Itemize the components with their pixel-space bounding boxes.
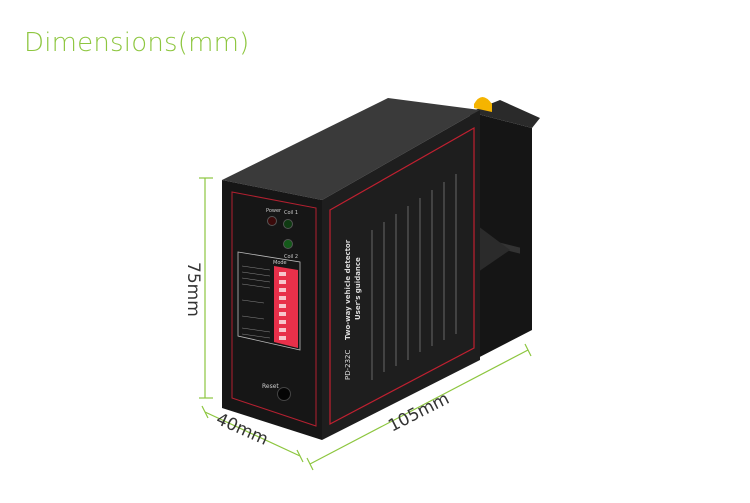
width-dimension [201,405,304,463]
side-label-lines [371,174,457,380]
coil2-led-icon [283,239,293,249]
svg-text:PD-232C: PD-232C [344,350,352,380]
svg-text:User's guidance: User's guidance [354,257,362,320]
power-led-icon [267,216,277,226]
din-rail-mount [470,100,540,362]
side-label: PD-232C Two-way vehicle detector User's … [344,239,362,380]
coil1-label: Coil 1 [284,210,298,216]
coil1-led-icon [283,219,293,229]
coil2-label: Coil 2 [284,254,298,260]
svg-text:Two-way vehicle detector: Two-way vehicle detector [344,239,352,340]
top-face [222,98,480,200]
mode-panel [237,251,301,351]
reset-label: Reset [262,383,279,390]
front-face [222,180,322,440]
height-label: 75mm [183,262,203,317]
length-dimension [306,343,532,471]
dip-switch-levers [279,272,286,340]
mode-label: Mode [273,260,287,266]
reset-button-icon [277,387,291,401]
orange-clip [474,97,492,112]
mode-panel-lines [241,265,271,339]
page-title: Dimensions(mm) [24,28,250,58]
power-label: Power [266,208,282,214]
height-dimension [199,177,213,399]
